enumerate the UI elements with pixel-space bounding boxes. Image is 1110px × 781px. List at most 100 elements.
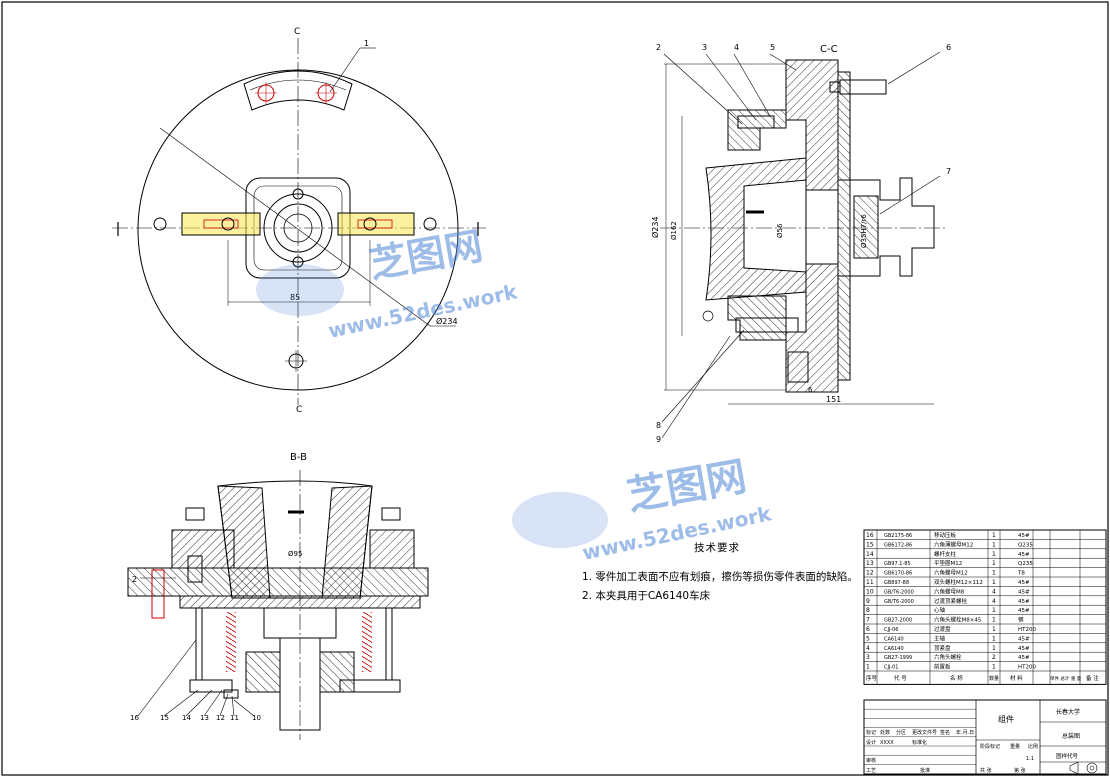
bom-cell-no: 10 [866, 588, 874, 595]
bom-cell-qty: 1 [992, 664, 996, 671]
bom-cell-material: 45# [1018, 552, 1030, 558]
balloon-bb-2: 2 [132, 575, 137, 584]
balloon-4: 4 [734, 43, 739, 52]
section-mark-c-top: C [294, 27, 300, 37]
title-design-name: XXXX [880, 740, 894, 746]
bom-cell-material: Q235 [1018, 542, 1033, 548]
bom-cell-material: 45# [1018, 533, 1030, 539]
bom-cell-code: GB27-1999 [884, 655, 912, 661]
balloon-16: 16 [130, 714, 139, 722]
section-mark-c-bottom: C [296, 405, 302, 415]
section-bb: B-B Ø95 2 [127, 452, 429, 740]
balloon-7: 7 [946, 167, 951, 176]
bom-head-weight: 单件 总计 重 量 [1050, 675, 1082, 682]
bom-cell-qty: 1 [992, 645, 996, 652]
plan-view: C C 1 Ø2 [112, 27, 486, 415]
bom-cell-name: 螺杆支柱 [934, 550, 957, 558]
bom-cell-qty: 1 [992, 541, 996, 548]
bom-cell-code: GB2175-86 [884, 533, 912, 539]
balloon-2: 2 [656, 43, 661, 52]
bom-head-material: 材 料 [1010, 674, 1023, 682]
section-cc-title: C-C [820, 44, 838, 55]
bom-cell-code: GB6170-86 [884, 571, 912, 577]
section-cc: C-C Ø234 Ø162 Ø56 Ø35H7/r6 151 [650, 43, 951, 444]
bom-cell-material: HT200 [1018, 665, 1036, 671]
bom-cell-no: 12 [866, 570, 874, 577]
balloon-14: 14 [182, 714, 191, 722]
title-design: 设计 [866, 739, 876, 746]
bom-cell-name: 双头螺柱M12×112 [934, 578, 983, 586]
bom-cell-qty: 1 [992, 626, 996, 633]
title-zone: 分区 [896, 729, 906, 736]
bom-cell-name: 过渡顶紧螺栓 [934, 597, 968, 605]
note-line-1: 1. 零件加工表面不应有划痕，擦伤等损伤零件表面的缺陷。 [582, 571, 858, 583]
bom-cell-name: 六角头螺栓 [934, 653, 962, 661]
title-scale-value: 1:1 [1026, 756, 1034, 762]
title-sheets: 共 张 [980, 767, 992, 774]
bom-cell-name: 心轴 [934, 606, 946, 614]
bom-cell-no: 4 [866, 645, 870, 652]
title-change-no: 更改文件号 [912, 729, 937, 736]
bom-cell-no: 15 [866, 541, 874, 548]
bom-head-code: 代 号 [894, 674, 907, 682]
dim-cc-35: Ø35H7/r6 [860, 214, 868, 248]
title-drawing: 总装图 [1062, 732, 1080, 740]
dim-85: 85 [290, 293, 300, 302]
balloon-6: 6 [946, 43, 951, 52]
bom-cell-code: GB/T6-2000 [884, 599, 914, 605]
bom-cell-name: 前置板 [934, 663, 951, 671]
bom-cell-no: 16 [866, 532, 874, 539]
bom-cell-no: 1 [866, 664, 870, 671]
bom-cell-name: 六角螺母M12 [934, 569, 968, 577]
notes-title: 技术要求 [694, 542, 740, 554]
title-standard: 标准化 [912, 739, 927, 746]
dim-plan-diameter: Ø234 [436, 316, 458, 326]
bom-cell-material: 钢 [1018, 616, 1024, 624]
balloon-3: 3 [702, 43, 707, 52]
bom-cell-name: 过渡盘 [934, 625, 951, 633]
bom-cell-material: Q235 [1018, 561, 1033, 567]
bom-cell-qty: 1 [992, 617, 996, 624]
dim-cc-162: Ø162 [670, 221, 678, 240]
dim-cc-56: Ø56 [776, 223, 784, 238]
bom-cell-qty: 1 [992, 551, 996, 558]
title-craft: 工艺 [866, 768, 876, 774]
bom-head-remark: 备 注 [1086, 674, 1099, 682]
bom-cell-name: 移动压板 [934, 531, 957, 539]
dim-cc-6: 6 [808, 386, 813, 394]
projection-symbol-icon [1086, 762, 1098, 774]
title-date: 年.月.日 [956, 729, 974, 736]
bom-cell-code: GB27-2000 [884, 618, 912, 624]
title-review: 审核 [866, 757, 876, 764]
technical-notes: 技术要求 1. 零件加工表面不应有划痕，擦伤等损伤零件表面的缺陷。 2. 本夹具… [582, 540, 858, 607]
bom-cell-name: 顶紧盘 [934, 644, 951, 652]
bom-cell-qty: 4 [992, 598, 996, 605]
balloon-12: 12 [216, 714, 225, 722]
watermark-url-1: www.52des.work [326, 279, 520, 343]
title-school: 长春大学 [1056, 708, 1080, 716]
bom-cell-code: CJJ-06 [884, 627, 898, 633]
bom-cell-code: CA6140 [884, 636, 904, 642]
projection-symbol-icon [1069, 761, 1079, 775]
dim-cc-151: 151 [826, 395, 841, 404]
bom-cell-qty: 1 [992, 607, 996, 614]
bom-cell-no: 11 [866, 579, 874, 586]
bom-cell-code: GB97.1-85 [884, 561, 911, 567]
balloon-1: 1 [364, 39, 369, 48]
bom-cell-qty: 2 [992, 654, 996, 661]
bom-cell-code: CJJ-01 [884, 665, 898, 671]
bom-cell-code: CA6140 [884, 646, 904, 652]
bom-cell-qty: 1 [992, 635, 996, 642]
bom-cell-material: 45# [1018, 655, 1030, 661]
bom-cell-material: 45# [1018, 646, 1030, 652]
bom-cell-qty: 1 [992, 570, 996, 577]
bom-cell-material: HT200 [1018, 627, 1036, 633]
balloon-10: 10 [252, 714, 261, 722]
bom-cell-qty: 4 [992, 588, 996, 595]
bom-cell-name: 六角螺母M8 [934, 587, 965, 595]
balloon-9: 9 [656, 435, 661, 444]
bom-cell-no: 3 [866, 654, 870, 661]
